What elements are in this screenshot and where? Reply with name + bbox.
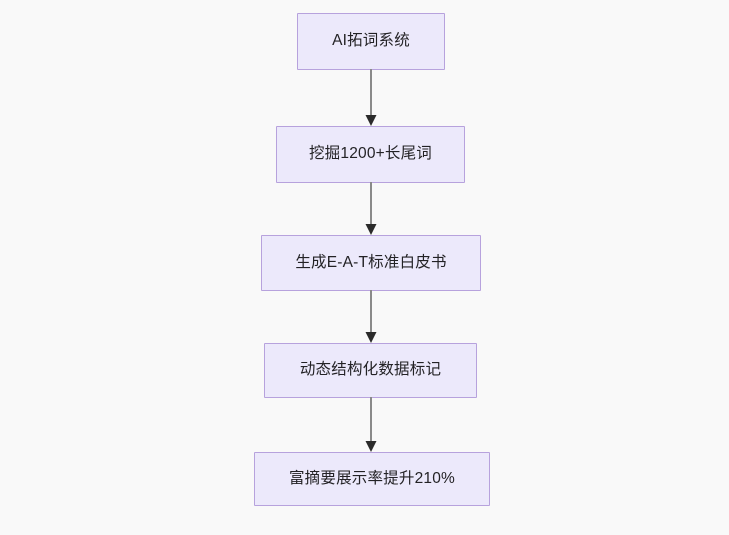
flowchart-node-5[interactable]: 富摘要展示率提升210% [254,452,490,506]
edge-1-arrowhead-icon [365,115,377,126]
flowchart-node-1-label: AI拓词系统 [332,32,410,50]
flowchart-node-2-label: 挖掘1200+长尾词 [308,145,433,163]
flowchart-node-2[interactable]: 挖掘1200+长尾词 [276,126,465,183]
flowchart-node-4-label: 动态结构化数据标记 [299,361,442,379]
edge-4-arrowhead-icon [365,441,377,452]
flowchart-edge-3 [365,290,377,343]
flowchart-node-3[interactable]: 生成E-A-T标准白皮书 [261,235,481,291]
flowchart-edge-4 [365,397,377,452]
flowchart-edge-2 [365,182,377,235]
edge-2-arrowhead-icon [365,224,377,235]
edge-3-arrowhead-icon [365,332,377,343]
flowchart-node-5-label: 富摘要展示率提升210% [288,469,456,487]
flowchart-node-1[interactable]: AI拓词系统 [297,13,445,70]
flowchart-node-3-label: 生成E-A-T标准白皮书 [295,253,447,271]
flowchart-node-4[interactable]: 动态结构化数据标记 [264,343,477,398]
flowchart-edge-1 [365,69,377,126]
